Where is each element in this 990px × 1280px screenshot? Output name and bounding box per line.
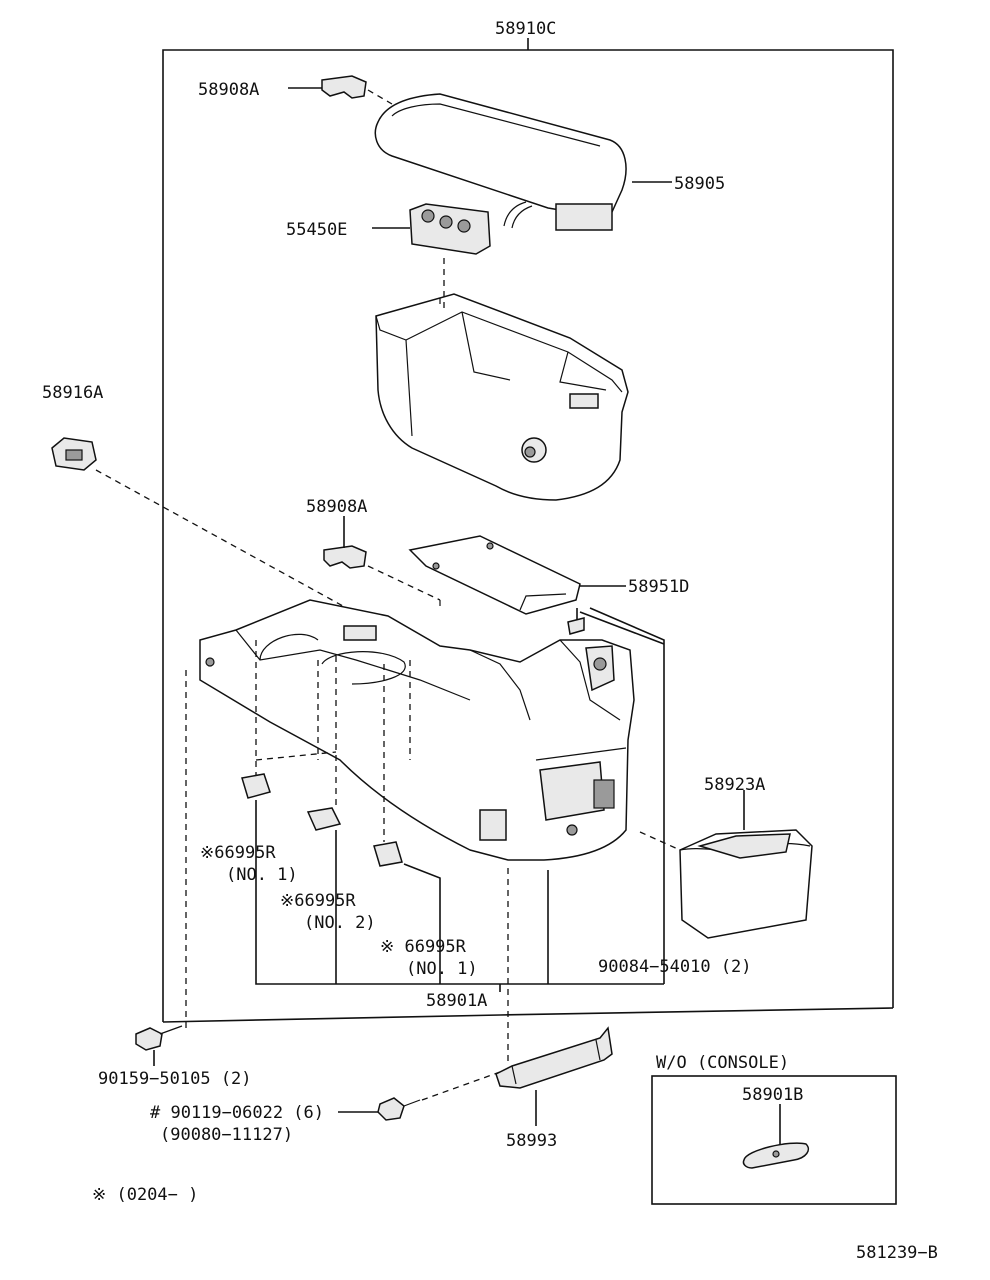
label-58916A: 58916A [42, 383, 103, 403]
insert-58916A [51, 437, 373, 623]
label-66995R-a: ※66995R [200, 843, 276, 863]
label-58923A: 58923A [704, 775, 765, 795]
label-90080: (90080−11127) [160, 1125, 293, 1145]
pad-66995R-no2 [306, 807, 342, 831]
pad-66995R-no1-right [373, 841, 403, 867]
screw-90084 [567, 607, 665, 984]
label-no1-c: (NO. 1) [406, 959, 478, 979]
label-90084: 90084−54010 (2) [598, 957, 752, 977]
label-wo-console: W/O (CONSOLE) [656, 1053, 789, 1073]
label-66995R-c: ※ 66995R [380, 937, 467, 957]
assembly-frame-58910C [162, 38, 894, 1023]
tray-55450E [372, 203, 491, 255]
label-58901A: 58901A [426, 991, 487, 1011]
armrest-box [375, 258, 629, 501]
label-58908A-top: 58908A [198, 80, 259, 100]
screw-90119 [338, 1071, 501, 1121]
label-90119: # 90119−06022 (6) [150, 1103, 324, 1123]
label-55450E: 55450E [286, 220, 347, 240]
label-58951D: 58951D [628, 577, 689, 597]
pad-66995R-no1-left [241, 773, 271, 799]
label-58901B: 58901B [742, 1085, 803, 1105]
screw-90159 [135, 1025, 183, 1066]
label-58993: 58993 [506, 1131, 557, 1151]
bracket-58993 [495, 1026, 613, 1126]
label-no1-a: (NO. 1) [226, 865, 298, 885]
cover-plate-58951D [408, 535, 626, 615]
label-66995R-b: ※66995R [280, 891, 356, 911]
ashtray-58923A [639, 790, 813, 939]
console-body-58901A [185, 599, 635, 1030]
label-58908A-mid: 58908A [306, 497, 367, 517]
label-note: ※ (0204− ) [92, 1185, 198, 1205]
label-drawing-number: 581239−B [856, 1243, 938, 1263]
label-58910C: 58910C [495, 19, 556, 39]
leader-lines-58901A [255, 800, 664, 1062]
label-58905: 58905 [674, 174, 725, 194]
armrest-lid-58905 [374, 93, 672, 231]
label-no2-b: (NO. 2) [304, 913, 376, 933]
wo-console-box [651, 1075, 897, 1205]
clip-58908A-mid [323, 516, 441, 606]
callout-labels: 58910C 58908A 58905 55450E 58916A 58908A… [42, 19, 938, 1263]
label-90159: 90159−50105 (2) [98, 1069, 252, 1089]
clip-58908A-top [288, 75, 393, 105]
